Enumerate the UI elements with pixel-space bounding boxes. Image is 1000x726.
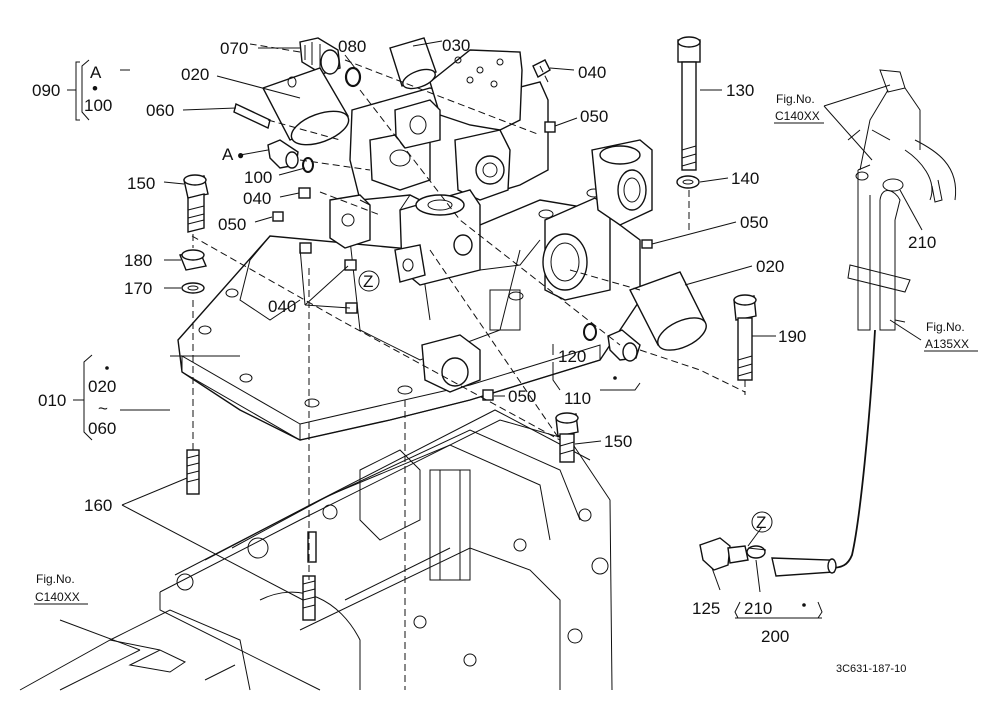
small-parts-drawing [179,36,757,621]
group-tilde: ~ [98,399,108,418]
ref-dot-a: ● [237,148,244,162]
callout-210-low: 210 [744,599,772,618]
callout-030: 030 [442,36,470,55]
callout-060: 060 [146,101,174,120]
callout-130: 130 [726,81,754,100]
group-label-060: 060 [88,419,116,438]
callout-040-top: 040 [578,63,606,82]
callout-020-left: 020 [181,65,209,84]
callout-160: 160 [84,496,112,515]
callout-120: 120 [558,347,586,366]
callout-110: 110 [564,389,591,408]
valve-block-drawing [329,49,549,286]
callout-140: 140 [731,169,759,188]
callout-125: 125 [692,599,720,618]
view-z-label: Z [363,272,373,291]
callout-040-low: 040 [268,297,296,316]
fig-ref-code-top: C140XX [775,109,820,123]
assembly-lines [191,43,746,690]
callout-050-low: 050 [508,387,536,406]
fig-ref-code-right: A135XX [925,337,969,351]
bracket-label-a: A [90,63,102,82]
callout-050-mid: 050 [218,215,246,234]
fig-ref-label-left: Fig.No. [36,572,75,586]
callout-020-right: 020 [756,257,784,276]
fig-ref-label-top: Fig.No. [776,92,815,106]
callout-050-right: 050 [740,213,768,232]
callout-labels: 070 080 030 040 090 A • 100 020 060 050 … [32,36,936,646]
callout-090: 090 [32,81,60,100]
callout-040-mid: 040 [243,189,271,208]
figure-references: Fig.No. C140XX Fig.No. C140XX Fig.No. A1… [34,92,978,675]
harness-drawing [699,69,957,577]
bracket-dot: • [92,79,98,98]
callout-150-low: 150 [604,432,632,451]
group-brackets [67,59,823,619]
callout-190: 190 [778,327,806,346]
callout-080: 080 [338,37,366,56]
group-label-020: 020 [88,377,116,396]
bracket-label-100: 100 [84,96,112,115]
callout-050-top: 050 [580,107,608,126]
leader-lines [59,40,923,651]
callout-180: 180 [124,251,152,270]
callout-210-right: 210 [908,233,936,252]
ref-label-a: A [222,145,234,164]
transmission-case-drawing [19,409,613,691]
fig-ref-code-left: C140XX [35,590,80,604]
callout-150-left: 150 [127,174,155,193]
fig-ref-label-right: Fig.No. [926,320,965,334]
callout-010: 010 [38,391,66,410]
callout-170: 170 [124,279,152,298]
view-z-marker [358,270,380,292]
callout-100: 100 [244,168,272,187]
view-z-label-detail: Z [756,513,766,532]
view-z-marker-detail [751,511,773,533]
callout-200: 200 [761,627,789,646]
callout-070: 070 [220,39,248,58]
drawing-id: 3C631-187-10 [836,663,906,675]
